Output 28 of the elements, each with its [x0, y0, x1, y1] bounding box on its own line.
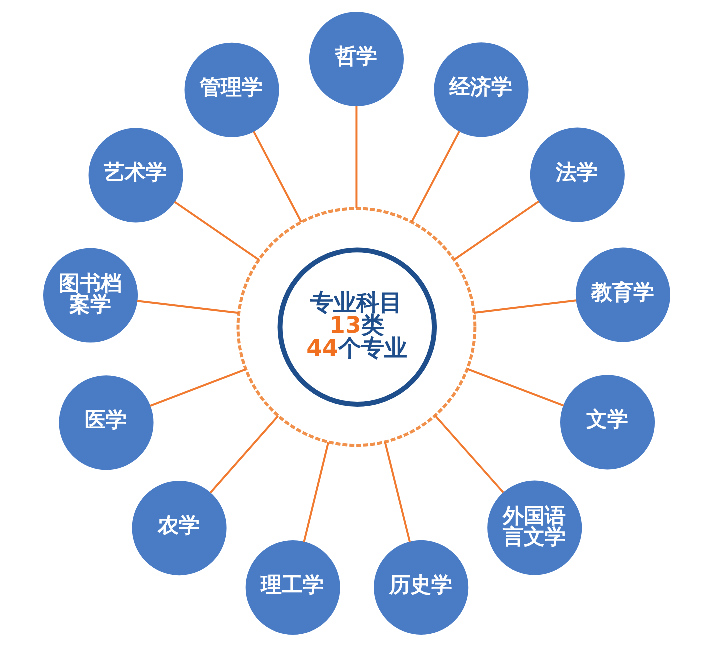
connector: [411, 131, 460, 222]
connector: [467, 368, 564, 407]
node-circle: 图书档案学: [43, 248, 138, 343]
connector: [150, 368, 246, 407]
node-circle: 艺术学: [88, 128, 184, 223]
connector: [454, 200, 540, 261]
connector: [253, 131, 302, 223]
connector: [434, 415, 504, 494]
node-circle: 教育学: [576, 248, 671, 342]
connector: [174, 201, 260, 261]
node-circle: 历史学: [374, 540, 469, 635]
connector: [303, 442, 330, 543]
cluster: [236, 207, 477, 448]
node-circle: 法学: [530, 128, 625, 222]
node-circle: 医学: [59, 376, 154, 470]
connector: [384, 442, 411, 542]
node-circle: 管理学: [184, 42, 280, 138]
node-circle: 文学: [560, 375, 656, 470]
node-circle: 专业科目 13类 44个专业: [278, 248, 438, 407]
node-circle: 哲学: [309, 12, 404, 107]
connector: [356, 106, 358, 208]
connector: [137, 300, 240, 314]
connector: [210, 416, 279, 494]
node-circle: 农学: [132, 481, 227, 576]
node-circle: 外国语言文学: [488, 480, 582, 576]
node-circle: 经济学: [434, 42, 529, 138]
connector: [474, 300, 577, 314]
node-circle: 理工学: [246, 540, 340, 636]
